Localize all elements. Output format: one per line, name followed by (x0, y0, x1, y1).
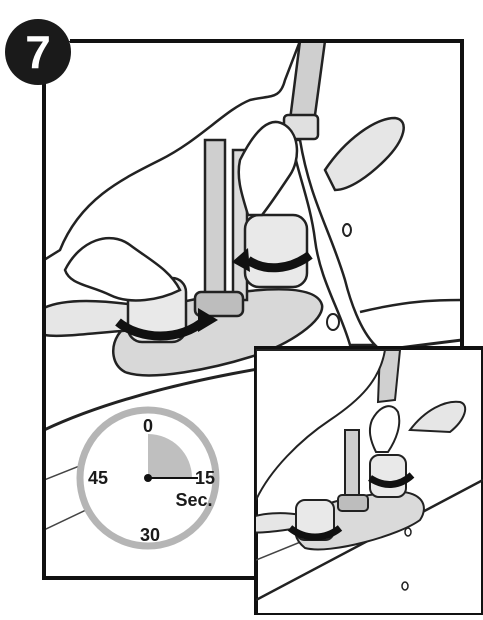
timer-dial: 0 15 45 30 Sec. (76, 406, 220, 550)
rotate-arrow-right (245, 251, 313, 273)
water-drop (404, 527, 412, 537)
timer-center-dot (144, 474, 152, 482)
left-lever-handle (44, 299, 137, 338)
right-lever-handle (323, 116, 405, 192)
timer-label-15: 15 (195, 468, 215, 488)
rotate-arrow-right (368, 472, 415, 488)
step-number-badge: 7 (5, 19, 71, 85)
timer-label-30: 30 (140, 525, 160, 545)
timer-elapsed-sector (148, 434, 192, 478)
supply-pipe (203, 138, 227, 312)
water-drop (401, 581, 409, 591)
arrow-head-icon (232, 248, 250, 272)
left-fingers (63, 236, 182, 302)
sink-bowl-edge (359, 298, 462, 314)
left-hand (44, 41, 302, 263)
left-hand (256, 349, 387, 501)
spout-hose (376, 349, 402, 404)
right-valve-cap (243, 213, 309, 289)
right-valve-cap (369, 454, 407, 498)
panel-frame (70, 39, 464, 348)
timer-unit-label: Sec. (175, 490, 212, 510)
timer-label-0: 0 (143, 416, 153, 436)
inset-panel (254, 346, 483, 617)
center-nut (193, 290, 245, 318)
water-drop (326, 313, 340, 331)
water-drop (342, 223, 352, 237)
right-hand (368, 405, 401, 453)
main-scene (44, 41, 462, 531)
right-hand (237, 120, 299, 217)
center-nut (337, 494, 369, 512)
water-stream (290, 138, 379, 347)
rotate-arrow-left (287, 525, 343, 541)
arrow-head-icon (198, 308, 218, 332)
right-lever-handle (408, 400, 467, 434)
timer-label-45: 45 (88, 468, 108, 488)
rotate-arrow-left (115, 316, 208, 341)
panel-frame (42, 70, 256, 580)
